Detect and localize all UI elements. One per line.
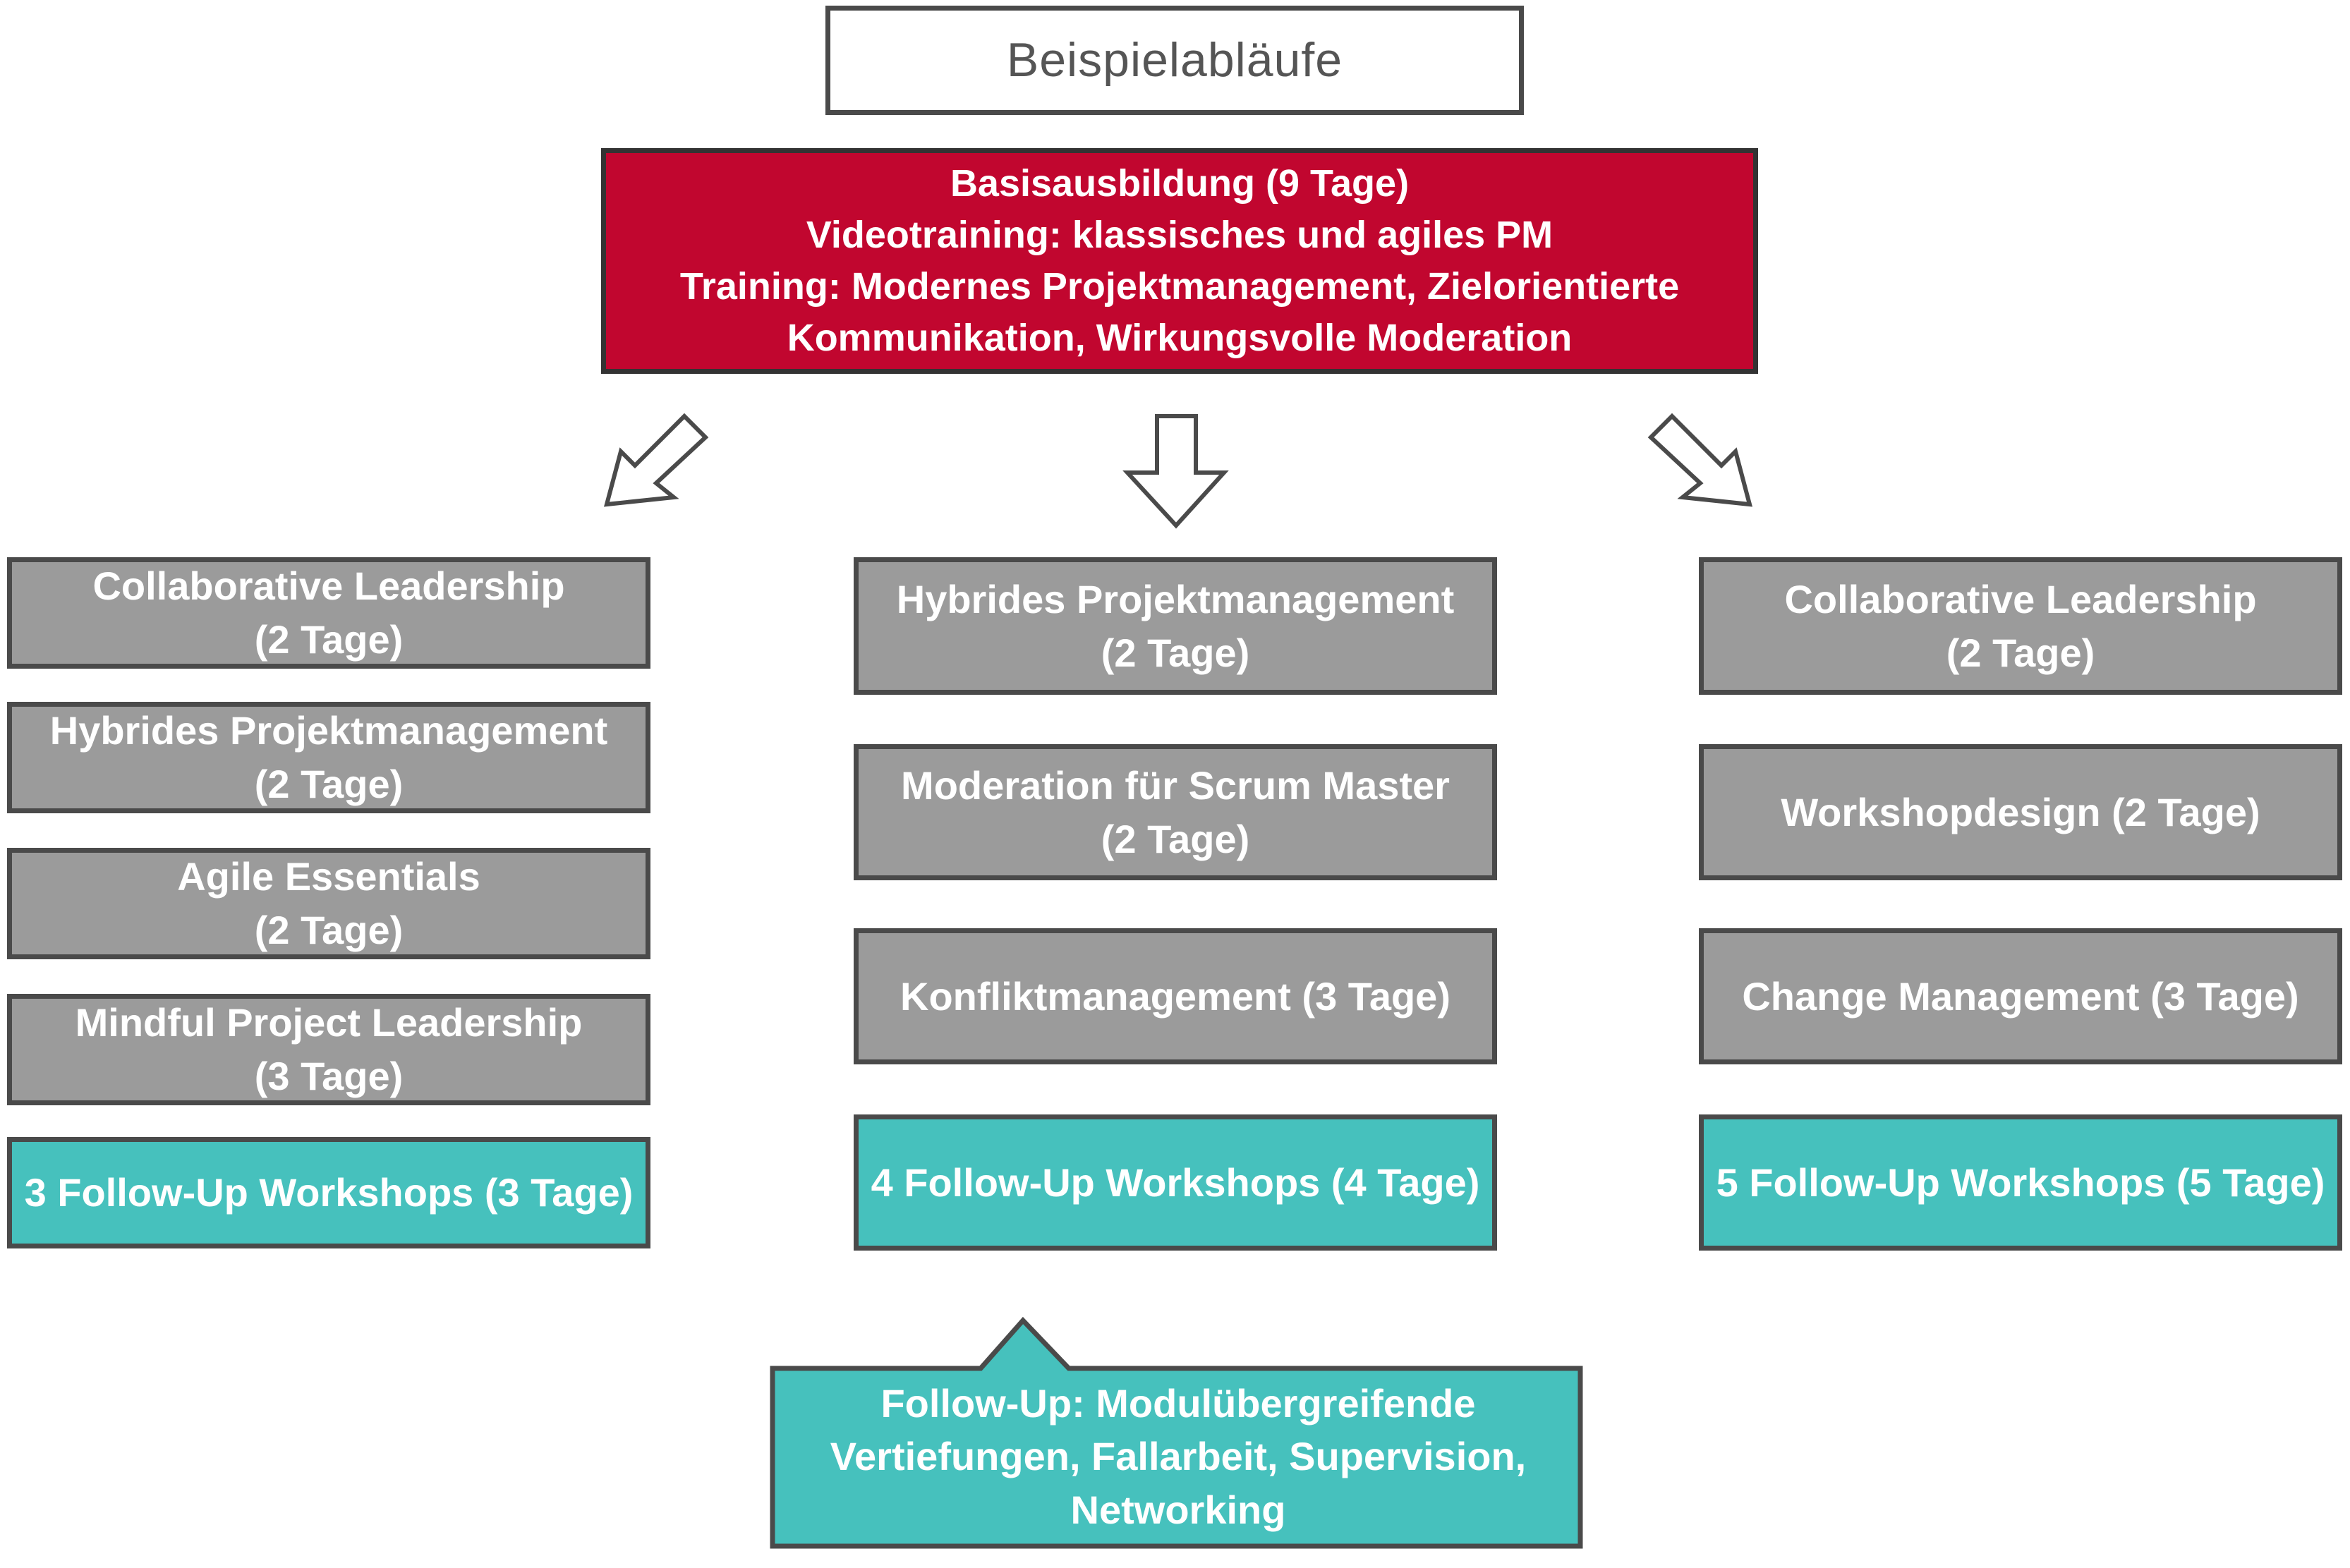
module-box: Collaborative Leadership (2 Tage) — [1699, 557, 2342, 695]
module-line: (2 Tage) — [254, 617, 404, 662]
footer-line: Vertiefungen, Fallarbeit, Supervision, — [830, 1434, 1527, 1479]
module-box: Collaborative Leadership (2 Tage) — [7, 557, 650, 669]
module-line: (2 Tage) — [254, 762, 404, 806]
follow-up-label: 5 Follow-Up Workshops (5 Tage) — [1716, 1160, 2325, 1205]
follow-up-cross-module-box: Follow-Up: Modulübergreifende Vertiefung… — [774, 1372, 1582, 1541]
follow-up-label: 4 Follow-Up Workshops (4 Tage) — [871, 1160, 1480, 1205]
module-box: Hybrides Projektmanagement (2 Tage) — [7, 702, 650, 813]
module-line: (2 Tage) — [1101, 816, 1250, 861]
module-line: Workshopdesign (2 Tage) — [1781, 789, 2260, 834]
diagram-title: Beispielabläufe — [1006, 32, 1343, 87]
module-line: Collaborative Leadership — [1784, 576, 2257, 621]
module-line: (2 Tage) — [1946, 630, 2095, 675]
module-line: Collaborative Leadership — [92, 564, 565, 609]
module-box: Agile Essentials (2 Tage) — [7, 848, 650, 959]
module-box: Workshopdesign (2 Tage) — [1699, 744, 2342, 880]
basis-line: Kommunikation, Wirkungsvolle Moderation — [787, 316, 1573, 359]
module-line: Mindful Project Leadership — [75, 1000, 583, 1045]
arrow-down-left-icon — [603, 413, 709, 507]
module-line: Change Management (3 Tage) — [1742, 973, 2299, 1019]
module-box: Konfliktmanagement (3 Tage) — [854, 928, 1497, 1064]
module-line: Moderation für Scrum Master — [901, 762, 1450, 808]
module-box: Moderation für Scrum Master (2 Tage) — [854, 744, 1497, 880]
module-box: Mindful Project Leadership (3 Tage) — [7, 994, 650, 1105]
follow-up-box: 4 Follow-Up Workshops (4 Tage) — [854, 1114, 1497, 1251]
module-line: Hybrides Projektmanagement — [896, 576, 1455, 621]
module-box: Hybrides Projektmanagement (2 Tage) — [854, 557, 1497, 695]
basis-training-box: Basisausbildung (9 Tage) Videotraining: … — [601, 148, 1758, 374]
module-line: Agile Essentials — [177, 854, 480, 899]
module-box: Change Management (3 Tage) — [1699, 928, 2342, 1064]
basis-line: Training: Modernes Projektmanagement, Zi… — [679, 265, 1680, 308]
footer-line: Networking — [1070, 1487, 1286, 1532]
arrow-down-right-icon — [1647, 413, 1753, 507]
module-line: (2 Tage) — [254, 908, 404, 952]
arrow-down-icon — [1122, 414, 1229, 529]
basis-line: Videotraining: klassisches und agiles PM — [806, 214, 1553, 257]
basis-line: Basisausbildung (9 Tage) — [950, 162, 1410, 205]
follow-up-box: 5 Follow-Up Workshops (5 Tage) — [1699, 1114, 2342, 1251]
module-line: (2 Tage) — [1101, 630, 1250, 675]
follow-up-label: 3 Follow-Up Workshops (3 Tage) — [24, 1170, 634, 1215]
follow-up-box: 3 Follow-Up Workshops (3 Tage) — [7, 1137, 650, 1248]
footer-line: Follow-Up: Modulübergreifende — [880, 1380, 1476, 1426]
module-line: Hybrides Projektmanagement — [49, 708, 608, 753]
module-line: Konfliktmanagement (3 Tage) — [900, 973, 1450, 1019]
callout-shape — [770, 1316, 1583, 1549]
module-line: (3 Tage) — [254, 1054, 404, 1098]
diagram-title-box: Beispielabläufe — [825, 6, 1524, 115]
